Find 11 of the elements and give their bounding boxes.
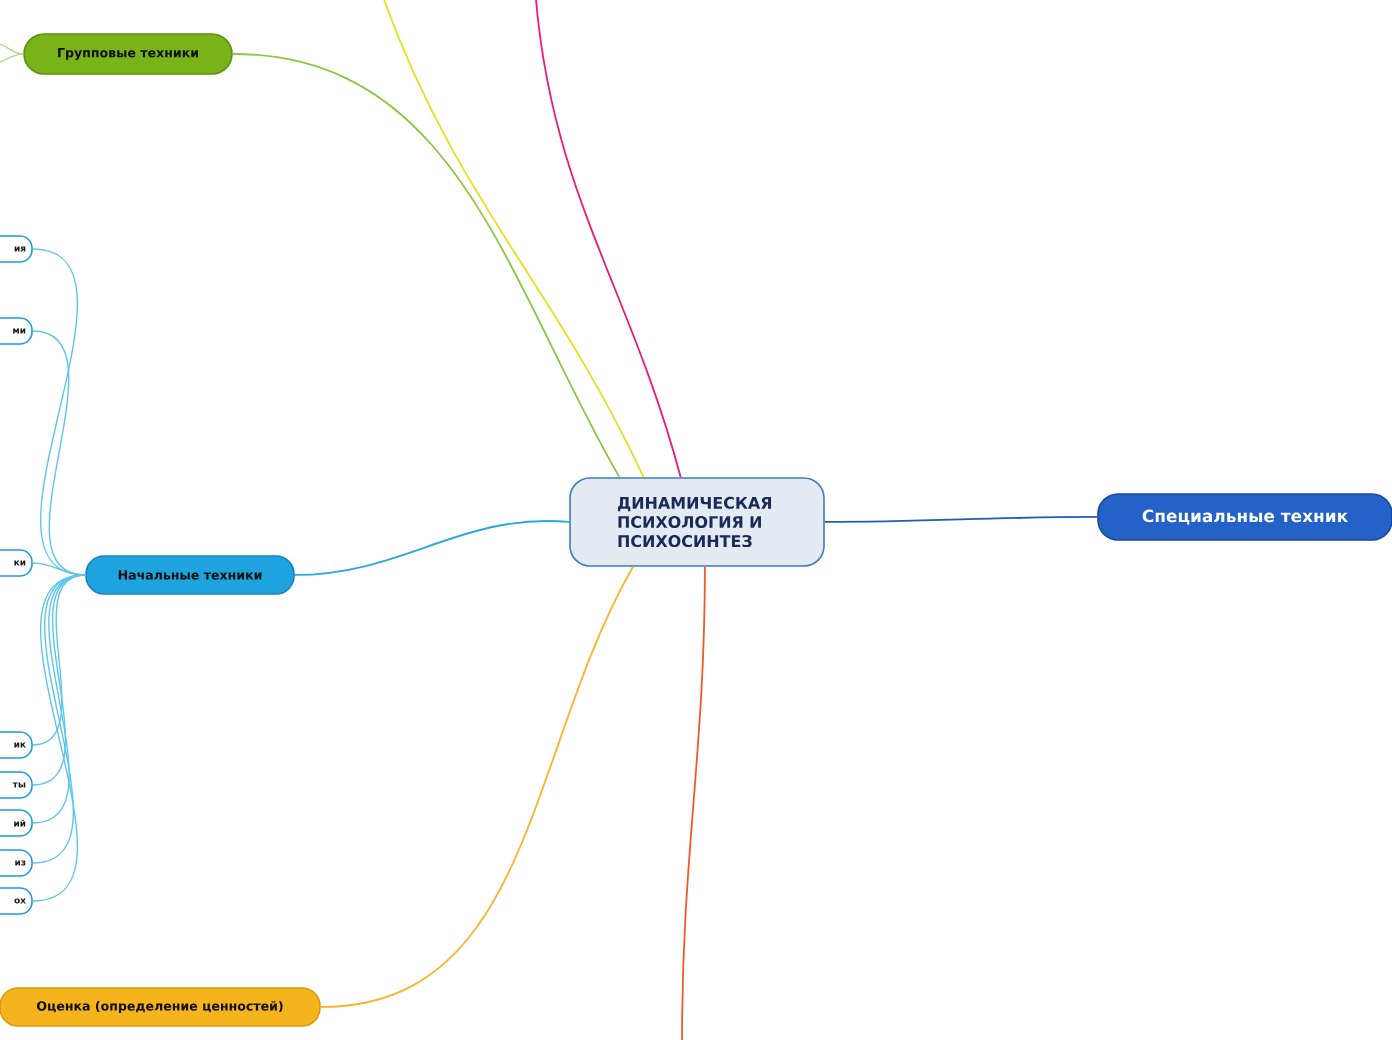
connector [293, 520, 571, 576]
connector [231, 53, 621, 479]
topic-box: Специальные техник [1097, 493, 1392, 541]
connector [32, 562, 86, 576]
connector [383, 0, 645, 479]
connector [823, 516, 1099, 523]
connector [319, 565, 634, 1008]
connector [0, 43, 24, 55]
connector [535, 0, 682, 479]
connector [0, 53, 24, 63]
connector [681, 565, 706, 1040]
